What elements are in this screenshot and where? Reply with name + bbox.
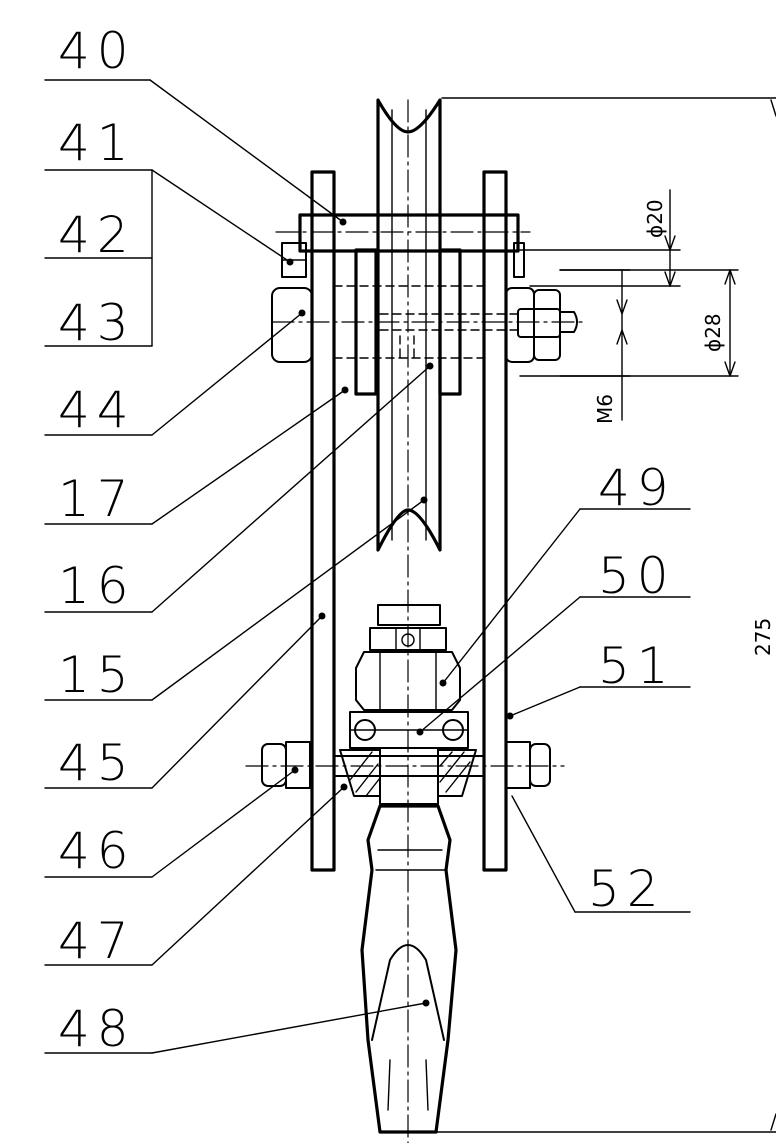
callout-47: 47: [58, 912, 136, 970]
callout-50: 50: [598, 547, 676, 605]
callout-40: 40: [58, 22, 136, 80]
hatched-seat: [339, 749, 477, 797]
leader-dots: [286, 218, 514, 1007]
callout-48: 48: [58, 1000, 136, 1058]
castle-nut: [355, 604, 461, 711]
dim-label-m6: M6: [593, 394, 617, 424]
dim-label-phi20: ϕ20: [643, 199, 667, 238]
thrust-bearing: [349, 711, 469, 749]
left-leaders: [44, 79, 431, 1054]
right-leaders: [419, 508, 691, 913]
axle-assembly: [271, 285, 578, 363]
dim-label-275: 275: [751, 618, 775, 656]
callout-42: 42: [58, 206, 136, 264]
dim-phi20: ϕ20: [517, 189, 681, 287]
side-plates: [310, 170, 508, 872]
left-callouts: 40 41 42 43 44 17 16 15 45 46 47 48: [58, 22, 136, 1058]
dim-phi28: ϕ28: [519, 269, 739, 377]
right-callouts: 49 50 51 52: [588, 459, 676, 918]
callout-45: 45: [58, 734, 136, 792]
dim-275: 275: [407, 97, 776, 1133]
callout-43: 43: [58, 294, 136, 352]
dim-m6: M6: [559, 269, 631, 424]
dim-label-phi28: ϕ28: [701, 313, 725, 352]
callout-46: 46: [58, 822, 136, 880]
cross-bolt: [261, 741, 551, 789]
callout-16: 16: [58, 557, 136, 615]
center-lines: [245, 99, 587, 1143]
callout-41: 41: [58, 114, 136, 172]
sheave: [354, 98, 462, 552]
callout-49: 49: [598, 459, 676, 517]
callout-44: 44: [58, 381, 136, 439]
callout-17: 17: [58, 470, 136, 528]
top-pin: [281, 213, 525, 278]
callout-15: 15: [58, 646, 136, 704]
callout-51: 51: [598, 637, 676, 695]
callout-52: 52: [588, 860, 666, 918]
hook: [360, 747, 458, 1134]
